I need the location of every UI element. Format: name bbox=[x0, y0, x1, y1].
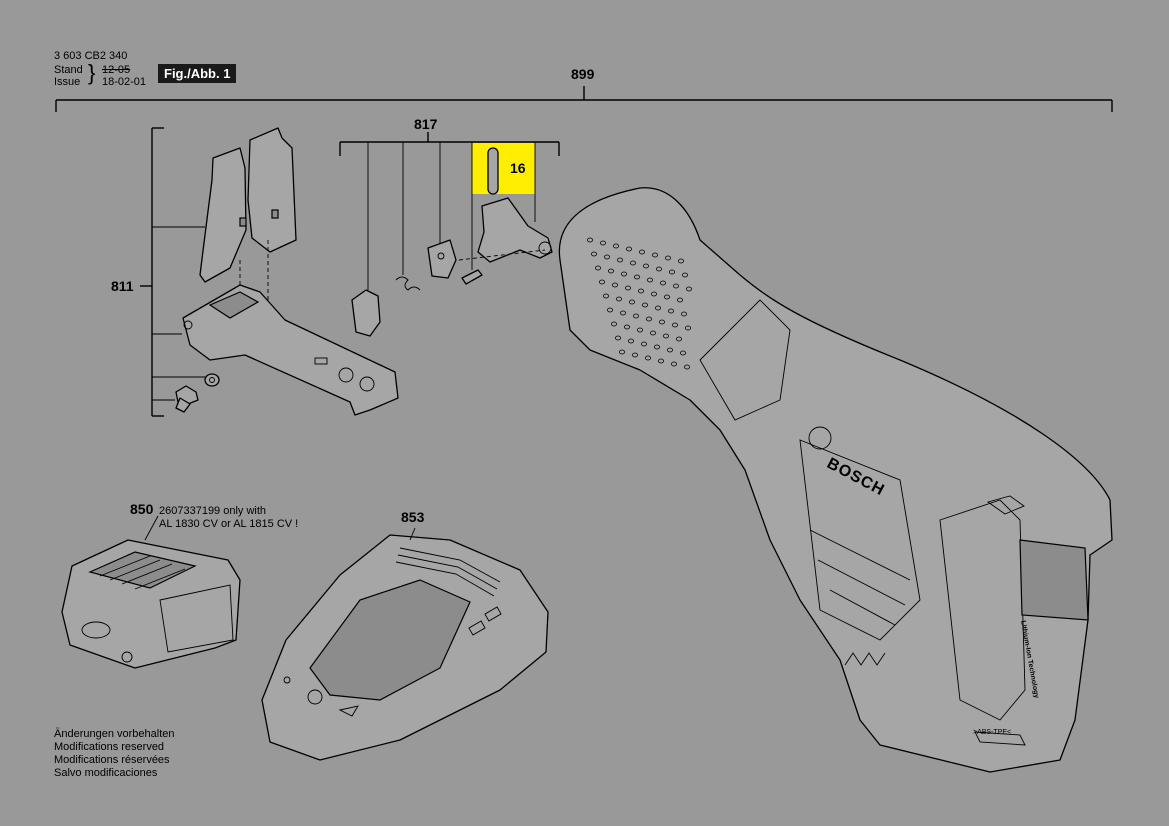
grip-dot bbox=[665, 255, 671, 261]
grip-dot bbox=[672, 322, 678, 328]
grip-dot bbox=[628, 338, 634, 344]
grip-dot bbox=[676, 336, 682, 342]
grip-dot bbox=[658, 358, 664, 364]
footer-line-es: Salvo modificaciones bbox=[54, 767, 158, 779]
grip-dot bbox=[600, 240, 606, 246]
issue-label: Issue bbox=[54, 76, 81, 88]
grip-dot bbox=[686, 286, 692, 292]
grip-dot bbox=[681, 311, 687, 317]
battery-note-line2: AL 1830 CV or AL 1815 CV ! bbox=[159, 518, 299, 530]
grip-dot bbox=[634, 274, 640, 280]
issue-value: 18-02-01 bbox=[102, 76, 147, 88]
footer-line-de: Änderungen vorbehalten bbox=[54, 728, 175, 740]
grip-dot bbox=[587, 237, 593, 243]
grip-dot bbox=[652, 252, 658, 258]
grip-dot bbox=[650, 330, 656, 336]
grip-dot bbox=[680, 350, 686, 356]
footer-line-fr: Modifications réservées bbox=[54, 754, 170, 766]
grip-dot bbox=[671, 361, 677, 367]
bracket-811 bbox=[140, 127, 205, 417]
charger bbox=[261, 534, 549, 761]
belt-clip bbox=[199, 127, 297, 300]
grip-dot bbox=[682, 272, 688, 278]
grip-dot bbox=[651, 291, 657, 297]
stand-label: Stand bbox=[54, 64, 83, 76]
grip-dot bbox=[684, 364, 690, 370]
grip-dot bbox=[624, 324, 630, 330]
grip-dot bbox=[603, 293, 609, 299]
grip-dot bbox=[621, 271, 627, 277]
grip-dot bbox=[629, 299, 635, 305]
grip-dot bbox=[617, 257, 623, 263]
part-16-highlight bbox=[472, 143, 535, 194]
switch-parts bbox=[351, 147, 553, 337]
grip-dot bbox=[632, 352, 638, 358]
grip-dot bbox=[659, 319, 665, 325]
grip-dot bbox=[637, 327, 643, 333]
callout-16: 16 bbox=[510, 160, 526, 176]
grip-dot bbox=[668, 308, 674, 314]
grip-dot bbox=[595, 265, 601, 271]
grip-dot bbox=[643, 263, 649, 269]
bracket-817 bbox=[339, 132, 560, 290]
grip-dot bbox=[654, 344, 660, 350]
grip-dot bbox=[613, 243, 619, 249]
grip-dot bbox=[599, 279, 605, 285]
grip-dot bbox=[591, 251, 597, 257]
grip-dot bbox=[664, 294, 670, 300]
grip-dot bbox=[633, 313, 639, 319]
grip-dot bbox=[677, 297, 683, 303]
footer-line-en: Modifications reserved bbox=[54, 741, 165, 753]
figure-label: Fig./Abb. 1 bbox=[158, 64, 237, 83]
grip-dot-pattern bbox=[587, 237, 692, 370]
callout-853: 853 bbox=[401, 509, 425, 525]
grip-dot bbox=[642, 302, 648, 308]
grip-dot bbox=[604, 254, 610, 260]
grip-dot bbox=[615, 335, 621, 341]
grip-dot bbox=[616, 296, 622, 302]
screw-and-washer bbox=[175, 373, 220, 413]
grip-dot bbox=[669, 269, 675, 275]
grip-dot bbox=[645, 355, 651, 361]
grip-dot bbox=[685, 325, 691, 331]
callout-811: 811 bbox=[111, 278, 134, 294]
stand-value: 12-05 bbox=[102, 64, 131, 76]
grip-dot bbox=[611, 321, 617, 327]
grip-dot bbox=[660, 280, 666, 286]
battery-note-line1: 2607337199 only with bbox=[159, 505, 267, 517]
grip-dot bbox=[678, 258, 684, 264]
grip-dot bbox=[638, 288, 644, 294]
grip-dot bbox=[619, 349, 625, 355]
grip-dot bbox=[673, 283, 679, 289]
grip-dot bbox=[626, 246, 632, 252]
material-marking: >ABS-TPE< bbox=[973, 729, 1012, 736]
grip-dot bbox=[647, 277, 653, 283]
saw-body bbox=[558, 187, 1113, 773]
callout-899: 899 bbox=[571, 66, 595, 82]
grip-dot bbox=[607, 307, 613, 313]
grip-dot bbox=[608, 268, 614, 274]
grip-dot bbox=[625, 285, 631, 291]
grip-dot bbox=[641, 341, 647, 347]
battery-pack bbox=[61, 539, 241, 669]
grip-dot bbox=[620, 310, 626, 316]
callout-850: 850 bbox=[130, 501, 154, 517]
grip-dot bbox=[612, 282, 618, 288]
document-number: 3 603 CB2 340 bbox=[54, 50, 128, 62]
grip-dot bbox=[639, 249, 645, 255]
grip-dot bbox=[630, 260, 636, 266]
grip-dot bbox=[656, 266, 662, 272]
brace-glyph: } bbox=[88, 60, 96, 85]
bracket-899 bbox=[55, 86, 1113, 112]
hook-arm bbox=[182, 284, 399, 416]
grip-dot bbox=[667, 347, 673, 353]
grip-dot bbox=[655, 305, 661, 311]
grip-dot bbox=[663, 333, 669, 339]
grip-dot bbox=[646, 316, 652, 322]
callout-817: 817 bbox=[414, 116, 438, 132]
